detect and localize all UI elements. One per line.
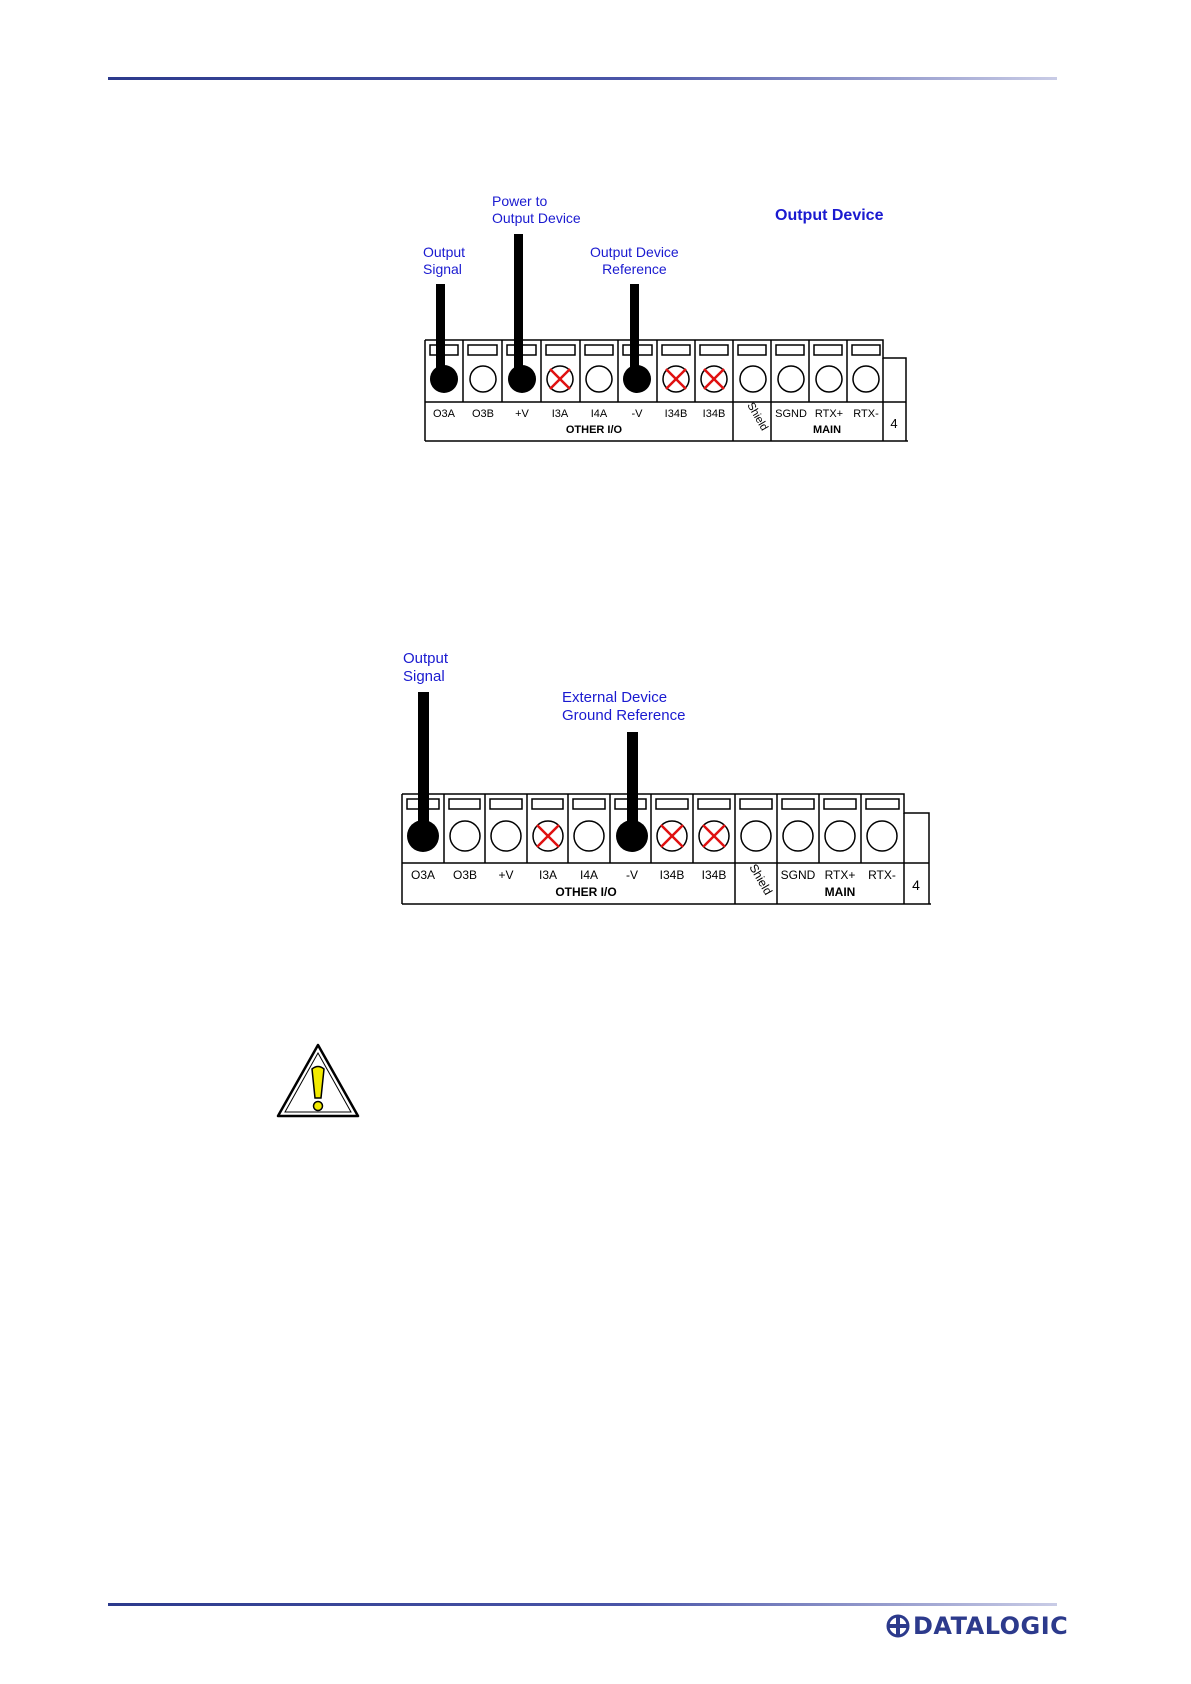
block-end-number-2: 4	[912, 877, 920, 893]
logo-text: DATALOGIC	[913, 1612, 1068, 1640]
datalogic-mark-icon	[886, 1614, 910, 1638]
terminal-label: I34B	[660, 868, 685, 882]
terminal-label: O3B	[453, 868, 477, 882]
datalogic-logo: DATALOGIC	[886, 1612, 1068, 1640]
terminal-label: I3A	[539, 868, 557, 882]
terminal-label: SGND	[781, 868, 816, 882]
terminal-minusv-connected-2	[616, 820, 648, 852]
wire-output-signal-2	[418, 692, 429, 837]
terminal-label: RTX+	[825, 868, 856, 882]
terminal-label: I34B	[702, 868, 727, 882]
footer-rule	[108, 1603, 1057, 1606]
terminal-label: RTX-	[868, 868, 896, 882]
group-label-other-io-2: OTHER I/O	[555, 885, 616, 899]
terminal-o3a-connected-2	[407, 820, 439, 852]
group-label-main-2: MAIN	[825, 885, 856, 899]
terminal-label: +V	[498, 868, 513, 882]
terminal-label: Shield	[746, 862, 775, 898]
terminal-label: -V	[626, 868, 638, 882]
warning-triangle-icon	[276, 1043, 360, 1119]
terminal-label: I4A	[580, 868, 598, 882]
terminal-label: O3A	[411, 868, 435, 882]
